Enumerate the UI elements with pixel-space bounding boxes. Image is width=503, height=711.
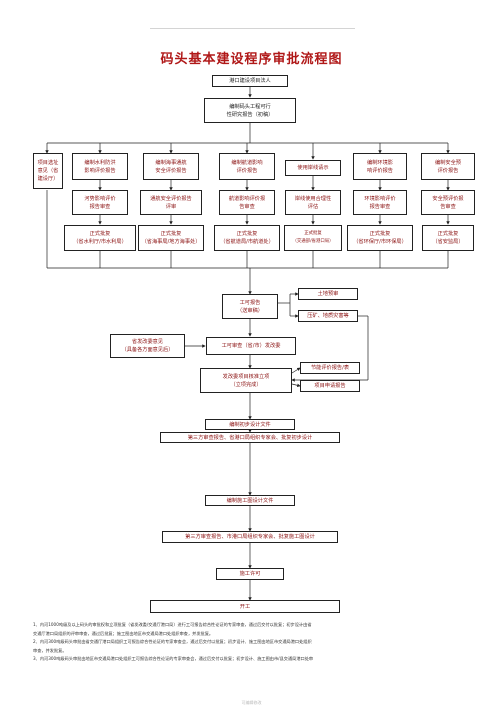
footnote-line: 审查，并发批复。 [33,647,67,653]
footnote-line: 交通厅港口局组织的评审审查，通过后批复；施工图由地区市交通局港口处组织审查，并发… [33,630,214,636]
node-r3-environment: 正式批复 （省环保厅/市环保局） [347,225,413,251]
node-land-review: 土地预审 [298,288,358,300]
node-site-opinion: 项目选址 意见（省 建设厅） [33,153,63,189]
node-r3-navigation: 正式批复 （省海事局/地方海事处） [138,225,204,251]
node-r2-safety: 安全预评价报 告审查 [421,190,475,215]
node-r2-channel: 航道影响评价报 告审查 [219,190,275,215]
node-r3-shoreline: 正式批复 （交通部/省港口局） [284,225,342,251]
node-construction-design: 编制施工图设计文件 [205,495,295,506]
node-r3-channel: 正式批复 （省航道局/市航道处） [214,225,280,251]
node-preliminary-design: 编制初步设计文件 [205,419,295,430]
page-title: 码头基本建设程序审批流程图 [160,52,343,67]
node-construction-review: 第三方审查报告、市港口局组织专家会、批复施工图设计 [162,531,338,543]
node-r3-safety: 正式批复 （省安监局） [422,225,474,251]
node-application-report: 项目申请报告 [300,380,360,392]
node-r2-environment: 环境影响评价 报告审查 [353,190,407,215]
footnotes: 1、内河1000吨级及以上码头的审批权和立项批复（省发改委/交通厅港口局）进行工… [33,621,483,664]
node-r1-environment: 编制环境影 响评价报告 [353,153,407,180]
footnote-line: 1、内河1000吨级及以上码头的审批权和立项批复（省发改委/交通厅港口局）进行工… [33,622,312,627]
node-r2-navigation: 通航安全评价报告 评审 [140,190,202,215]
footnote-line: 3、内河300吨级码头审批由地区市交通局港口处组织工可报告综合性论证的专家审查会… [33,656,314,662]
node-r1-navigation: 编制海事通航 安全评价报告 [143,153,199,180]
node-r1-safety: 编制安全预 评价报告 [421,153,475,180]
node-construction-permit: 施工许可 [216,568,284,580]
node-r1-channel: 编制航道影响 评价报告 [219,153,275,180]
node-r3-flood: 正式批复 （省水利厅/市水利局） [64,225,136,251]
node-mine-hazard: 压矿、地质灾害等 [298,310,358,322]
node-feasibility-review: 工可审查（省/市）发改委 [206,337,296,355]
node-start-work: 开工 [150,600,340,613]
node-project-approval: 发改委项目核准立项 （立项完成） [200,368,292,393]
node-r1-shoreline: 使用岸线请示 [285,160,341,176]
node-preliminary-review: 第三方审查报告、省港口局组织专家会、批复初步设计 [160,432,340,443]
node-province-opinion: 省发改委意见 （具备各方面意见后） [110,334,185,358]
node-energy-report: 节能评价报告/表 [300,362,360,374]
node-project-owner: 港口建设项目法人 [212,75,288,87]
node-r1-flood: 编制水利防洪 影响评价报告 [72,153,128,180]
node-r2-flood: 河势影响评价 报告审查 [72,190,128,215]
footer-watermark: 可编辑修改 [241,700,262,705]
node-feasibility-draft: 编制码头工程可行 性研究报告（初稿） [204,98,296,123]
node-r2-shoreline: 岸线使用合理性 评估 [285,190,341,215]
node-approval-report: 工可报告 （送审稿） [222,294,278,319]
footnote-line: 2、内河300吨级码头审批由省交通厅港口局组织工可报告综合性论证的专家审查会，通… [33,639,312,645]
header-rule [150,28,355,29]
